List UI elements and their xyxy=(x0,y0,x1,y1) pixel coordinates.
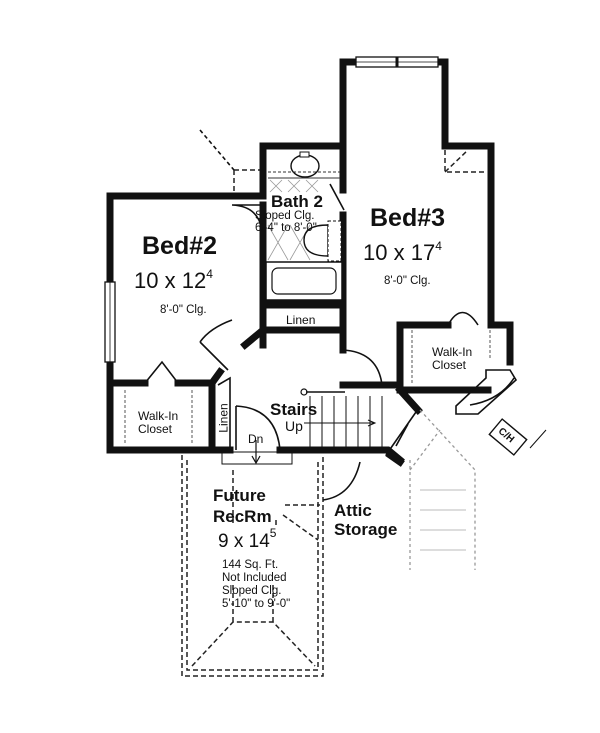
linen-hall-label: Linen xyxy=(216,403,231,433)
landing xyxy=(221,451,293,465)
recroom-length: 14 xyxy=(248,531,270,552)
closet-door-bifold xyxy=(144,360,179,384)
recroom-slope-lines xyxy=(191,470,320,667)
recroom-label-2: RecRm xyxy=(213,507,272,526)
bed2-dimensions: 10 x 124 xyxy=(134,268,213,292)
chase-box xyxy=(455,369,518,415)
roof-line xyxy=(233,169,262,196)
toilet-icon xyxy=(303,224,329,257)
wic-right-walls xyxy=(396,321,514,394)
bath2-name: Bath 2 xyxy=(271,192,323,211)
attic-faint-ticks xyxy=(420,489,466,551)
recroom-width: 9 xyxy=(218,531,229,552)
toilet-tank-icon xyxy=(327,220,342,262)
stair-down-door xyxy=(235,405,281,451)
recroom-note-1: 144 Sq. Ft. xyxy=(222,559,279,571)
bed3-dimensions: 10 x 174 xyxy=(363,240,442,264)
attic-roof-lines xyxy=(409,409,476,570)
bed3-corner-detail xyxy=(444,149,487,173)
arrow-head xyxy=(251,455,261,465)
bed3-width: 10 xyxy=(363,240,388,265)
faucet-icon xyxy=(299,151,310,158)
wic-right-label-2: Closet xyxy=(432,358,467,372)
wic-right-label-1: Walk-In xyxy=(432,345,473,359)
attic-label-2: Storage xyxy=(334,520,398,539)
bed3-name: Bed#3 xyxy=(370,204,446,232)
bath-tile-pattern xyxy=(267,179,319,261)
bed3-walls xyxy=(339,58,495,329)
recroom-length-inches: 5 xyxy=(269,526,277,540)
linen-bath-label: Linen xyxy=(286,313,316,327)
sink-icon xyxy=(290,154,320,178)
bed2-width: 10 xyxy=(134,268,159,293)
dim-separator: x xyxy=(233,531,244,552)
stairs-up-label: Up xyxy=(285,418,303,434)
bed3-length: 17 xyxy=(410,240,436,265)
wic-left-label-1: Walk-In xyxy=(138,409,179,423)
bed2-ceiling-note: 8'-0" Clg. xyxy=(160,304,207,316)
dim-separator: x xyxy=(393,240,405,265)
bath-door-swing xyxy=(231,204,263,231)
recroom-note-4: 5'-10" to 9'-0" xyxy=(222,598,291,610)
stair-down-label: Dn xyxy=(248,432,264,446)
bed2-door-swing xyxy=(199,319,233,371)
recroom-outer xyxy=(181,455,324,677)
bathtub-basin xyxy=(271,267,337,295)
recroom-door xyxy=(322,461,361,501)
dim-separator: x xyxy=(164,268,176,293)
bath2-ceiling-note-2: 6'-4" to 8'-0" xyxy=(255,222,317,234)
bath2-ceiling-note-1: Sloped Clg. xyxy=(255,210,315,222)
ch-unit xyxy=(488,418,528,456)
bed2-closet-wall xyxy=(106,367,225,387)
wic-left-label-2: Closet xyxy=(138,422,173,436)
bed2-wall-segment xyxy=(240,325,268,350)
bed3-ceiling-note: 8'-0" Clg. xyxy=(384,275,431,287)
wic-left-walls xyxy=(106,379,216,454)
recroom-note-2: Not Included xyxy=(222,572,287,584)
ch-connector xyxy=(529,429,547,449)
bath2-walls xyxy=(259,142,347,200)
bed2-name: Bed#2 xyxy=(142,232,218,260)
recroom-label-1: Future xyxy=(213,486,266,505)
chase-box-inner xyxy=(469,377,515,406)
arrow-head xyxy=(367,419,377,427)
stair-angled-thin xyxy=(385,411,417,456)
bath-angled-wall xyxy=(329,183,345,211)
roof-line xyxy=(199,129,235,171)
stairs-label: Stairs xyxy=(270,400,318,419)
newel-post xyxy=(300,388,308,396)
recroom-inner xyxy=(186,460,319,671)
linen-hall-walls xyxy=(217,376,231,450)
recroom-dimensions: 9 x 145 xyxy=(218,527,276,551)
bed2-length-inches: 4 xyxy=(206,267,213,281)
bed3-door-swing xyxy=(342,349,383,386)
attic-label-1: Attic xyxy=(334,501,372,520)
bed2-length: 12 xyxy=(181,268,207,293)
wic-right-door xyxy=(447,311,479,326)
bed3-hall-wall xyxy=(339,306,404,389)
recroom-note-3: Sloped Clg. xyxy=(222,585,282,597)
bed3-length-inches: 4 xyxy=(435,239,442,253)
